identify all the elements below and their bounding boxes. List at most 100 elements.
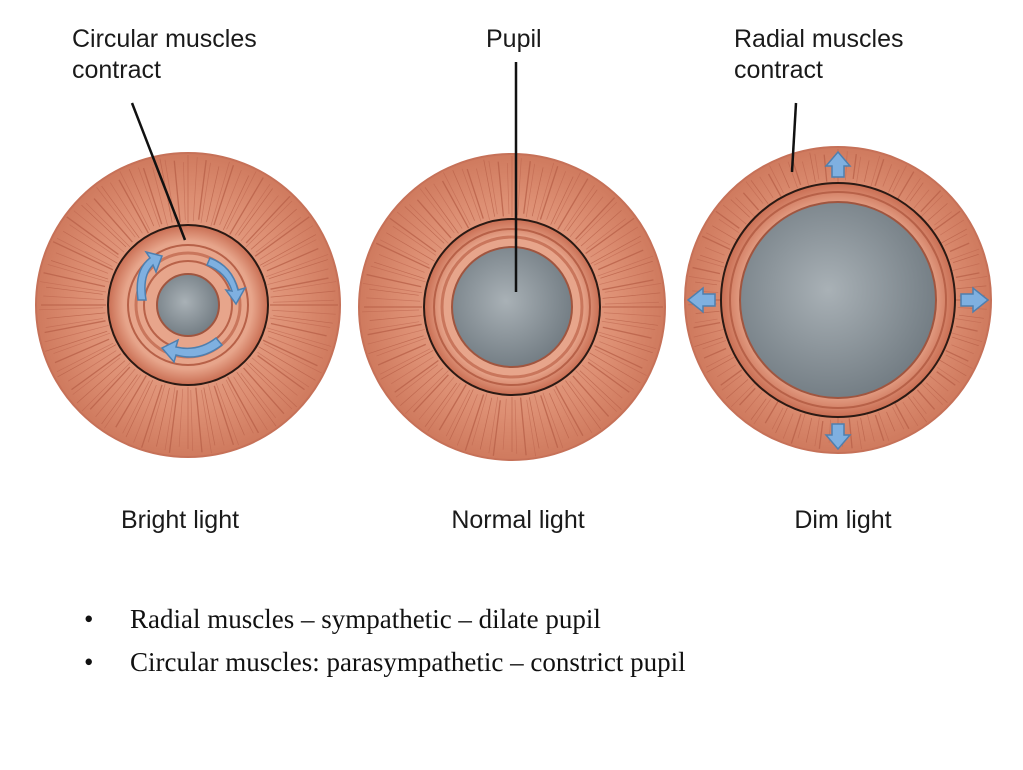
arrow-left-icon bbox=[686, 286, 716, 314]
muscle-fiber bbox=[267, 268, 329, 285]
muscle-fiber bbox=[96, 187, 136, 238]
muscle-fiber bbox=[198, 160, 207, 220]
muscle-fiber bbox=[897, 171, 915, 199]
muscle-fiber bbox=[168, 390, 178, 453]
muscle-fiber bbox=[233, 376, 268, 431]
muscle-fiber bbox=[156, 387, 170, 447]
muscle-fiber bbox=[553, 388, 579, 437]
pointer-line-radial bbox=[790, 102, 798, 173]
muscle-fiber bbox=[715, 210, 740, 229]
muscle-fiber bbox=[45, 318, 104, 328]
muscle-fiber bbox=[792, 161, 802, 186]
muscle-fiber bbox=[856, 420, 862, 450]
muscle-fiber bbox=[848, 418, 853, 449]
muscle-fiber bbox=[243, 367, 285, 415]
muscle-fiber bbox=[814, 153, 820, 180]
muscle-fiber bbox=[208, 384, 225, 446]
muscle-fiber bbox=[575, 202, 617, 244]
muscle-fiber bbox=[778, 163, 790, 189]
label-radial-muscles: Radial muscles contract bbox=[734, 25, 904, 84]
pupil-dilated bbox=[739, 201, 937, 399]
muscle-fiber bbox=[523, 161, 531, 214]
muscle-fiber bbox=[951, 332, 983, 343]
muscle-fiber bbox=[259, 234, 317, 266]
muscle-fiber bbox=[569, 381, 601, 421]
muscle-fiber bbox=[927, 203, 948, 221]
muscle-fiber bbox=[258, 346, 316, 381]
radial-fibers bbox=[39, 155, 338, 454]
muscle-fiber bbox=[488, 396, 499, 454]
muscle-fiber bbox=[955, 272, 980, 279]
muscle-fiber bbox=[952, 263, 980, 271]
muscle-fiber bbox=[549, 393, 570, 439]
muscle-fiber bbox=[257, 355, 305, 391]
caption-dim-light: Dim light bbox=[794, 506, 892, 534]
muscle-fiber bbox=[183, 162, 186, 221]
muscle-fiber bbox=[735, 197, 755, 217]
iris-bright-light bbox=[35, 152, 341, 458]
muscle-fiber bbox=[542, 392, 564, 449]
muscle-fiber bbox=[912, 396, 927, 414]
muscle-fiber bbox=[404, 370, 449, 415]
muscle-fiber bbox=[878, 411, 890, 442]
muscle-fiber bbox=[526, 399, 536, 457]
muscle-fiber bbox=[933, 210, 961, 231]
muscle-fiber bbox=[797, 413, 806, 439]
muscle-fiber bbox=[122, 380, 150, 434]
muscle-fiber bbox=[240, 195, 279, 242]
pupil-normal bbox=[451, 246, 573, 368]
muscle-fiber bbox=[874, 159, 885, 187]
muscle-fiber bbox=[572, 375, 610, 417]
muscle-fiber bbox=[270, 290, 336, 298]
muscle-fiber bbox=[534, 394, 549, 449]
muscle-fiber bbox=[125, 379, 154, 438]
muscle-fiber bbox=[952, 336, 979, 347]
muscle-fiber bbox=[699, 254, 724, 264]
muscle-fiber bbox=[138, 167, 161, 228]
muscle-fiber bbox=[744, 391, 763, 413]
muscle-fiber bbox=[89, 366, 131, 410]
muscle-fiber bbox=[870, 155, 881, 187]
muscle-fiber bbox=[373, 261, 425, 279]
muscle-fiber bbox=[141, 384, 163, 448]
muscle-fiber bbox=[69, 224, 119, 259]
muscle-fiber bbox=[705, 232, 731, 246]
muscle-fiber bbox=[229, 177, 264, 235]
muscle-fiber bbox=[764, 401, 779, 424]
muscle-fiber bbox=[265, 254, 329, 278]
muscle-fiber bbox=[257, 351, 310, 388]
muscle-fiber bbox=[939, 359, 967, 377]
muscle-fiber bbox=[575, 370, 617, 412]
muscle-fiber bbox=[147, 383, 166, 443]
muscle-fiber bbox=[424, 382, 458, 427]
muscle-fiber bbox=[173, 160, 181, 223]
circular-arrow-icon bbox=[136, 250, 247, 364]
muscle-fiber bbox=[882, 164, 893, 187]
muscle-fiber bbox=[225, 379, 254, 434]
muscle-fiber bbox=[416, 199, 452, 239]
muscle-fiber bbox=[54, 338, 110, 364]
muscle-fiber bbox=[461, 168, 482, 222]
muscle-fiber bbox=[539, 166, 559, 220]
muscle-fiber bbox=[782, 413, 794, 439]
bullet-text: Radial muscles – sympathetic – dilate pu… bbox=[130, 604, 601, 634]
muscle-fiber bbox=[945, 349, 969, 362]
muscle-fiber bbox=[391, 356, 434, 384]
muscle-fiber bbox=[602, 279, 654, 291]
muscle-fiber bbox=[441, 180, 470, 229]
muscle-fiber bbox=[367, 323, 422, 336]
muscle-fiber bbox=[81, 204, 127, 248]
muscle-fiber bbox=[47, 264, 110, 283]
muscle-fiber bbox=[488, 160, 498, 215]
muscle-fiber bbox=[250, 208, 297, 250]
muscle-fiber bbox=[575, 197, 616, 240]
muscle-fiber bbox=[266, 327, 332, 347]
muscle-fiber bbox=[894, 403, 910, 430]
muscle-fiber bbox=[909, 182, 924, 202]
muscle-fiber bbox=[939, 219, 964, 236]
muscle-fiber bbox=[790, 413, 802, 444]
muscle-fiber bbox=[805, 418, 813, 443]
muscle-fiber bbox=[377, 343, 427, 366]
muscle-fiber bbox=[210, 161, 230, 227]
muscle-fiber bbox=[249, 362, 297, 408]
